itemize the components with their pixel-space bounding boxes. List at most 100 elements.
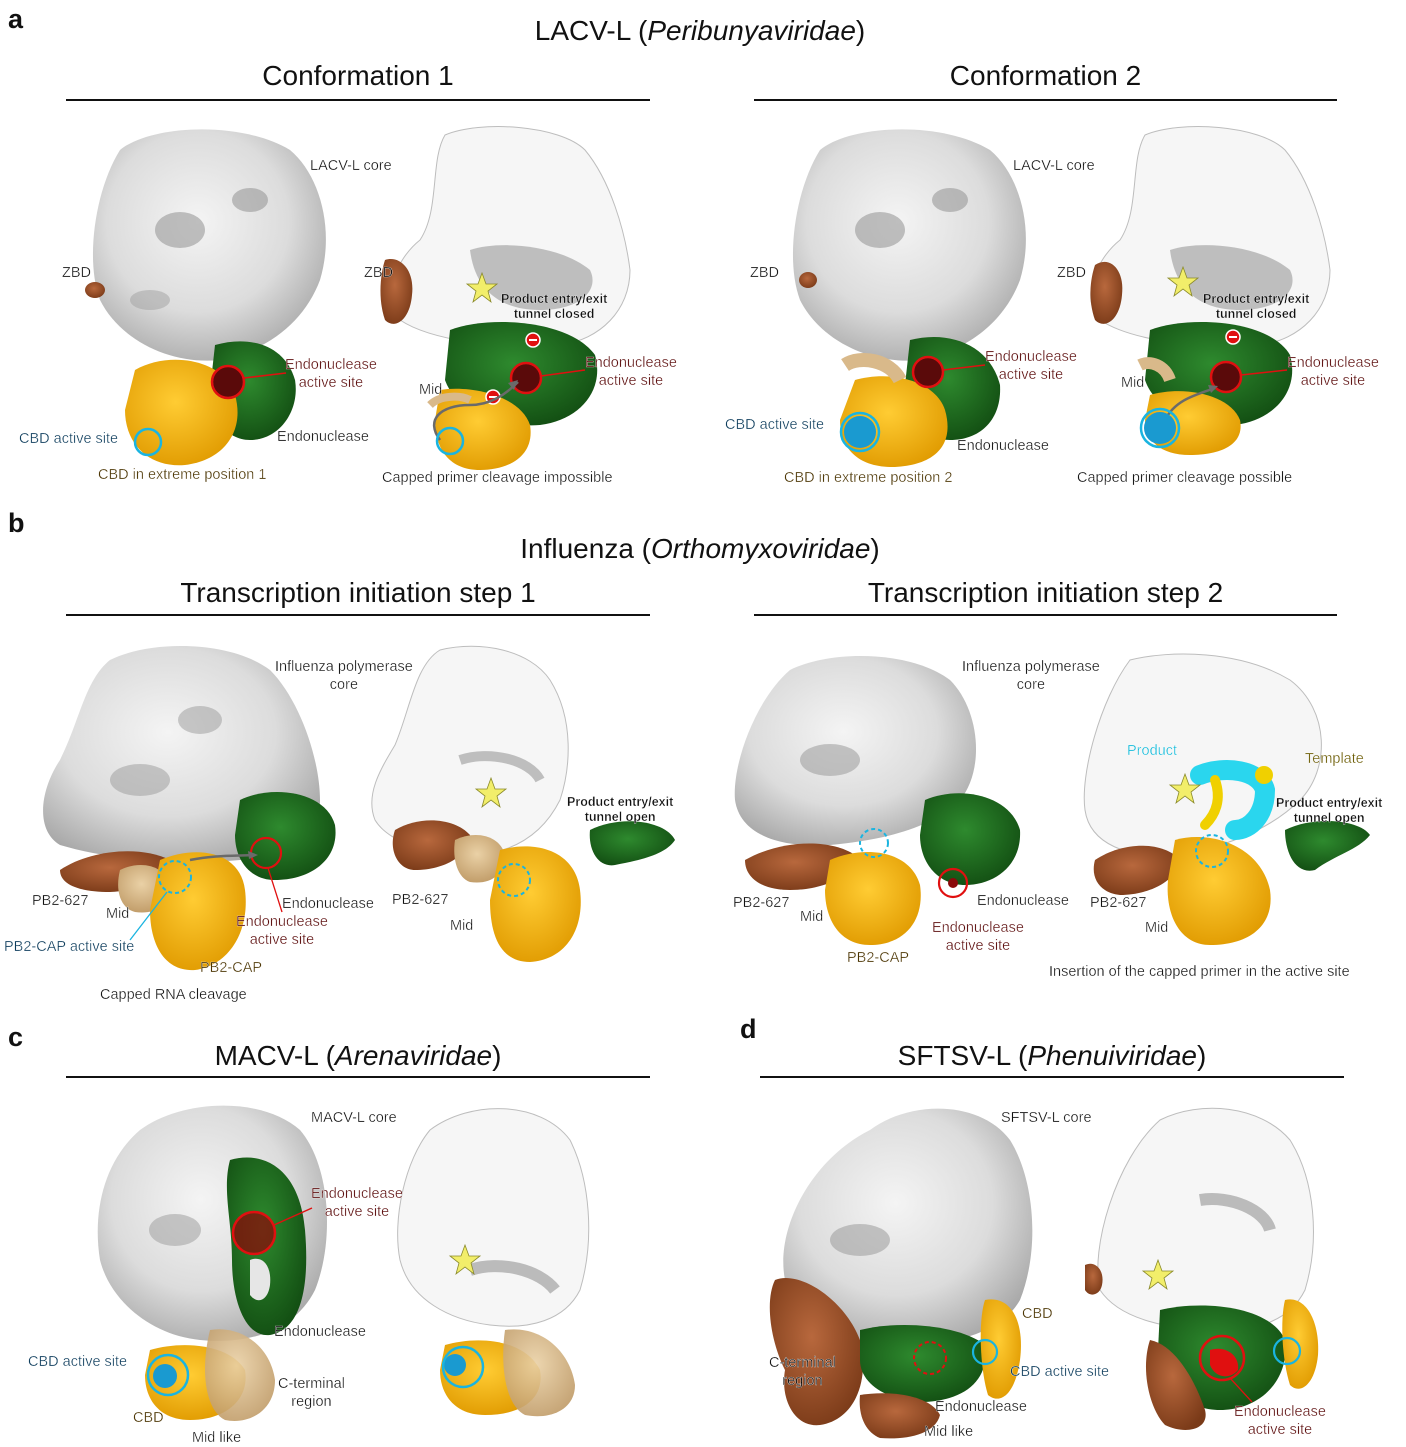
step1-mid-left-label: Mid	[106, 906, 130, 922]
conf2-endonuclease-label: Endonuclease	[957, 438, 1049, 454]
panel-letter-c: c	[8, 1022, 24, 1052]
step1-pb2-627-left-label: PB2-627	[32, 893, 89, 909]
step2-mid-left-label: Mid	[800, 909, 824, 925]
macv-cbd-label: CBD	[133, 1410, 164, 1426]
sftsv-cbd-site-label: CBD active site	[1010, 1364, 1110, 1380]
step2-title: Transcription initiation step 2	[867, 577, 1224, 608]
panel-a-title-italic: Peribunyaviridae	[647, 15, 856, 46]
sftsv-cterm-label: C-terminal region	[769, 1355, 836, 1389]
conf1-core-label: LACV-L core	[310, 158, 392, 174]
conf1-tunnel-label: Product entry/exit tunnel closed	[501, 292, 608, 321]
sftsv-cutaway	[1085, 1107, 1319, 1430]
step1-rule	[66, 614, 650, 616]
conf2-zbd-left-label: ZBD	[750, 265, 779, 281]
lacv-conf1-cutaway	[380, 126, 631, 470]
conf1-zbd-left-label: ZBD	[62, 265, 91, 281]
panel-a-title-end: )	[855, 15, 866, 46]
panel-d-title-end: )	[1197, 1040, 1207, 1071]
macv-endonuclease-label: Endonuclease	[274, 1324, 366, 1340]
conf1-rule	[66, 99, 650, 101]
step2-product-label: Product	[1127, 743, 1177, 759]
step1-core-label: Influenza polymerase core	[275, 659, 413, 693]
conf2-caption: Capped primer cleavage possible	[1077, 470, 1293, 486]
conf2-mid-label: Mid	[1121, 375, 1145, 391]
step1-endo-site-label: Endonuclease active site	[236, 914, 328, 948]
sftsv-core-label: SFTSV-L core	[1001, 1110, 1092, 1126]
panel-d-title-italic: Phenuiviridae	[1027, 1040, 1197, 1071]
lacv-conf1-surface	[85, 129, 326, 466]
step1-pb2-cap-site-label: PB2-CAP active site	[4, 939, 135, 955]
step2-endo-site-label: Endonuclease active site	[932, 920, 1024, 954]
step1-tunnel-label: Product entry/exit tunnel open	[567, 795, 674, 824]
panel-letter-d: d	[740, 1014, 757, 1044]
panel-b-title: Influenza (Orthomyxoviridae)	[420, 533, 980, 565]
conf2-endo-site-label: Endonuclease active site	[985, 349, 1077, 383]
influenza-step1-surface	[43, 646, 336, 971]
panel-c-rule	[66, 1076, 650, 1078]
panel-a-title: LACV-L (Peribunyaviridae)	[420, 15, 980, 47]
step1-caption: Capped RNA cleavage	[100, 987, 247, 1003]
step2-endonuclease-label: Endonuclease	[977, 893, 1069, 909]
panel-c-title-main: MACV-L (	[214, 1040, 335, 1071]
step2-rule	[754, 614, 1337, 616]
conf2-tunnel-label: Product entry/exit tunnel closed	[1203, 292, 1310, 321]
lacv-conf2-surface	[792, 129, 1026, 468]
macv-cterm-label: C-terminal region	[278, 1376, 345, 1410]
step2-caption: Insertion of the capped primer in the ac…	[1049, 964, 1350, 980]
macv-core-label: MACV-L core	[311, 1110, 397, 1126]
conf1-endo-site-right-label: Endonuclease active site	[585, 355, 677, 389]
panel-b-title-main: Influenza (	[520, 533, 651, 564]
conf2-cbd-position-label: CBD in extreme position 2	[784, 470, 953, 486]
step2-core-label: Influenza polymerase core	[962, 659, 1100, 693]
step2-pb2-627-right-label: PB2-627	[1090, 895, 1147, 911]
sftsv-endonuclease-label: Endonuclease	[935, 1399, 1027, 1415]
panel-letter-b: b	[8, 508, 25, 538]
panel-a-title-main: LACV-L (	[534, 15, 648, 46]
conf1-endonuclease-label: Endonuclease	[277, 429, 369, 445]
sftsv-mid-like-label: Mid like	[924, 1424, 974, 1440]
conf1-zbd-right-label: ZBD	[364, 265, 393, 281]
step2-mid-right-label: Mid	[1145, 920, 1169, 936]
sftsv-endo-site-label: Endonuclease active site	[1234, 1404, 1326, 1438]
step2-tunnel-label: Product entry/exit tunnel open	[1276, 796, 1383, 825]
conf2-zbd-right-label: ZBD	[1057, 265, 1086, 281]
conf1-cbd-site-label: CBD active site	[19, 431, 119, 447]
conf2-title: Conformation 2	[949, 60, 1142, 91]
conf1-caption: Capped primer cleavage impossible	[382, 470, 613, 486]
macv-cbd-site-label: CBD active site	[28, 1354, 128, 1370]
panel-d-title-main: SFTSV-L (	[897, 1040, 1028, 1071]
step2-pb2-627-left-label: PB2-627	[733, 895, 790, 911]
conf1-endo-site-label: Endonuclease active site	[285, 357, 377, 391]
conf1-mid-label: Mid	[419, 382, 443, 398]
sftsv-cbd-label: CBD	[1022, 1306, 1053, 1322]
panel-c-title: MACV-L (Arenaviridae)	[66, 1040, 650, 1072]
influenza-step2-surface	[734, 656, 1021, 945]
step2-pb2-cap-label: PB2-CAP	[847, 950, 910, 966]
macv-cutaway	[397, 1108, 590, 1417]
conf2-cbd-site-label: CBD active site	[725, 417, 825, 433]
panel-d-title: SFTSV-L (Phenuiviridae)	[760, 1040, 1344, 1072]
panel-c-title-italic: Arenaviridae	[334, 1040, 493, 1071]
step1-title: Transcription initiation step 1	[180, 577, 536, 608]
conf2-endo-site-right-label: Endonuclease active site	[1287, 355, 1379, 389]
panel-b-title-end: )	[870, 533, 880, 564]
panel-d-rule	[760, 1076, 1344, 1078]
macv-mid-like-label: Mid like	[192, 1430, 242, 1446]
panel-c-title-end: )	[492, 1040, 502, 1071]
conf1-title: Conformation 1	[262, 60, 454, 91]
step1-mid-right-label: Mid	[450, 918, 474, 934]
macv-surface	[97, 1105, 327, 1421]
step2-template-label: Template	[1305, 751, 1364, 767]
step1-pb2-cap-label: PB2-CAP	[200, 960, 263, 976]
step1-endonuclease-label: Endonuclease	[282, 896, 374, 912]
lacv-conf2-cutaway	[1090, 126, 1331, 455]
step1-pb2-627-right-label: PB2-627	[392, 892, 449, 908]
sftsv-surface	[769, 1108, 1033, 1439]
conf1-cbd-position-label: CBD in extreme position 1	[98, 467, 267, 483]
influenza-step2-cutaway	[1083, 653, 1370, 945]
influenza-step1-cutaway	[371, 645, 675, 962]
conf2-core-label: LACV-L core	[1013, 158, 1095, 174]
conf2-rule	[754, 99, 1337, 101]
panel-letter-a: a	[8, 4, 24, 34]
